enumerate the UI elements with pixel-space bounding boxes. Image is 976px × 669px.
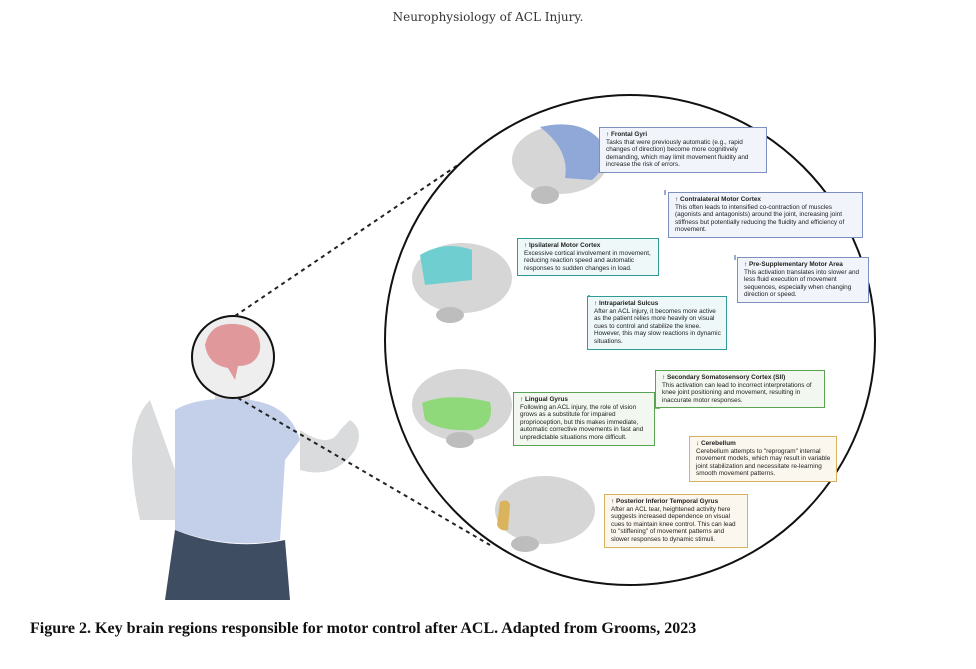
callout-secondary-somatosensory-cortex: ↑ Secondary Somatosensory Cortex (SII) T…	[655, 370, 825, 409]
callout-text: This activation can lead to incorrect in…	[662, 381, 812, 404]
figure-caption: Figure 2. Key brain regions responsible …	[30, 620, 697, 637]
running-header: Neurophysiology of ACL Injury.	[392, 10, 584, 24]
shirt	[175, 398, 300, 544]
callout-title: ↑ Posterior Inferior Temporal Gyrus	[611, 498, 719, 505]
callout-title: ↑ Intraparietal Sulcus	[594, 300, 659, 307]
callout-text: After an ACL tear, heightened activity h…	[611, 505, 736, 543]
brain-frontal	[512, 124, 608, 204]
callout-title: ↑ Contralateral Motor Cortex	[675, 196, 761, 203]
callout-lingual-gyrus: ↑ Lingual Gyrus Following an ACL injury,…	[513, 392, 655, 446]
runner-figure	[132, 385, 359, 600]
connector-bottom	[237, 397, 491, 546]
callout-text: Excessive cortical involvement in moveme…	[524, 249, 651, 272]
connector-top	[234, 149, 481, 317]
callout-title: ↑ Pre-Supplementary Motor Area	[744, 261, 843, 268]
callout-text: Cerebellum attempts to "reprogram" inter…	[696, 447, 831, 478]
callout-title: ↑ Secondary Somatosensory Cortex (SII)	[662, 374, 786, 381]
callout-intraparietal-sulcus: ↑ Intraparietal Sulcus After an ACL inju…	[587, 296, 727, 350]
callout-posterior-inferior-temporal-gyrus: ↑ Posterior Inferior Temporal Gyrus Afte…	[604, 494, 748, 548]
callout-text: This activation translates into slower a…	[744, 268, 860, 299]
callout-text: Following an ACL injury, the role of vis…	[520, 403, 644, 441]
callout-frontal-gyri: ↑ Frontal Gyri Tasks that were previousl…	[599, 127, 767, 173]
figure-brain-icon	[205, 323, 261, 380]
brain-motor	[412, 243, 512, 323]
callout-title: ↓ Cerebellum	[696, 440, 736, 447]
callout-pre-supplementary-motor-area: ↑ Pre-Supplementary Motor Area This acti…	[737, 257, 869, 303]
shorts	[165, 530, 290, 600]
callout-contralateral-motor-cortex: ↑ Contralateral Motor Cortex This often …	[668, 192, 863, 238]
callout-title: ↑ Ipsilateral Motor Cortex	[524, 242, 601, 249]
callout-text: This often leads to intensified co-contr…	[675, 203, 845, 234]
callout-text: After an ACL injury, it becomes more act…	[594, 307, 721, 345]
brain-temporal	[495, 476, 595, 552]
callout-text: Tasks that were previously automatic (e.…	[606, 138, 749, 169]
callout-title: ↑ Lingual Gyrus	[520, 396, 568, 403]
callout-ipsilateral-motor-cortex: ↑ Ipsilateral Motor Cortex Excessive cor…	[517, 238, 659, 277]
callout-title: ↑ Frontal Gyri	[606, 131, 648, 138]
callout-cerebellum: ↓ Cerebellum Cerebellum attempts to "rep…	[689, 436, 837, 482]
brain-lingual	[412, 369, 512, 448]
